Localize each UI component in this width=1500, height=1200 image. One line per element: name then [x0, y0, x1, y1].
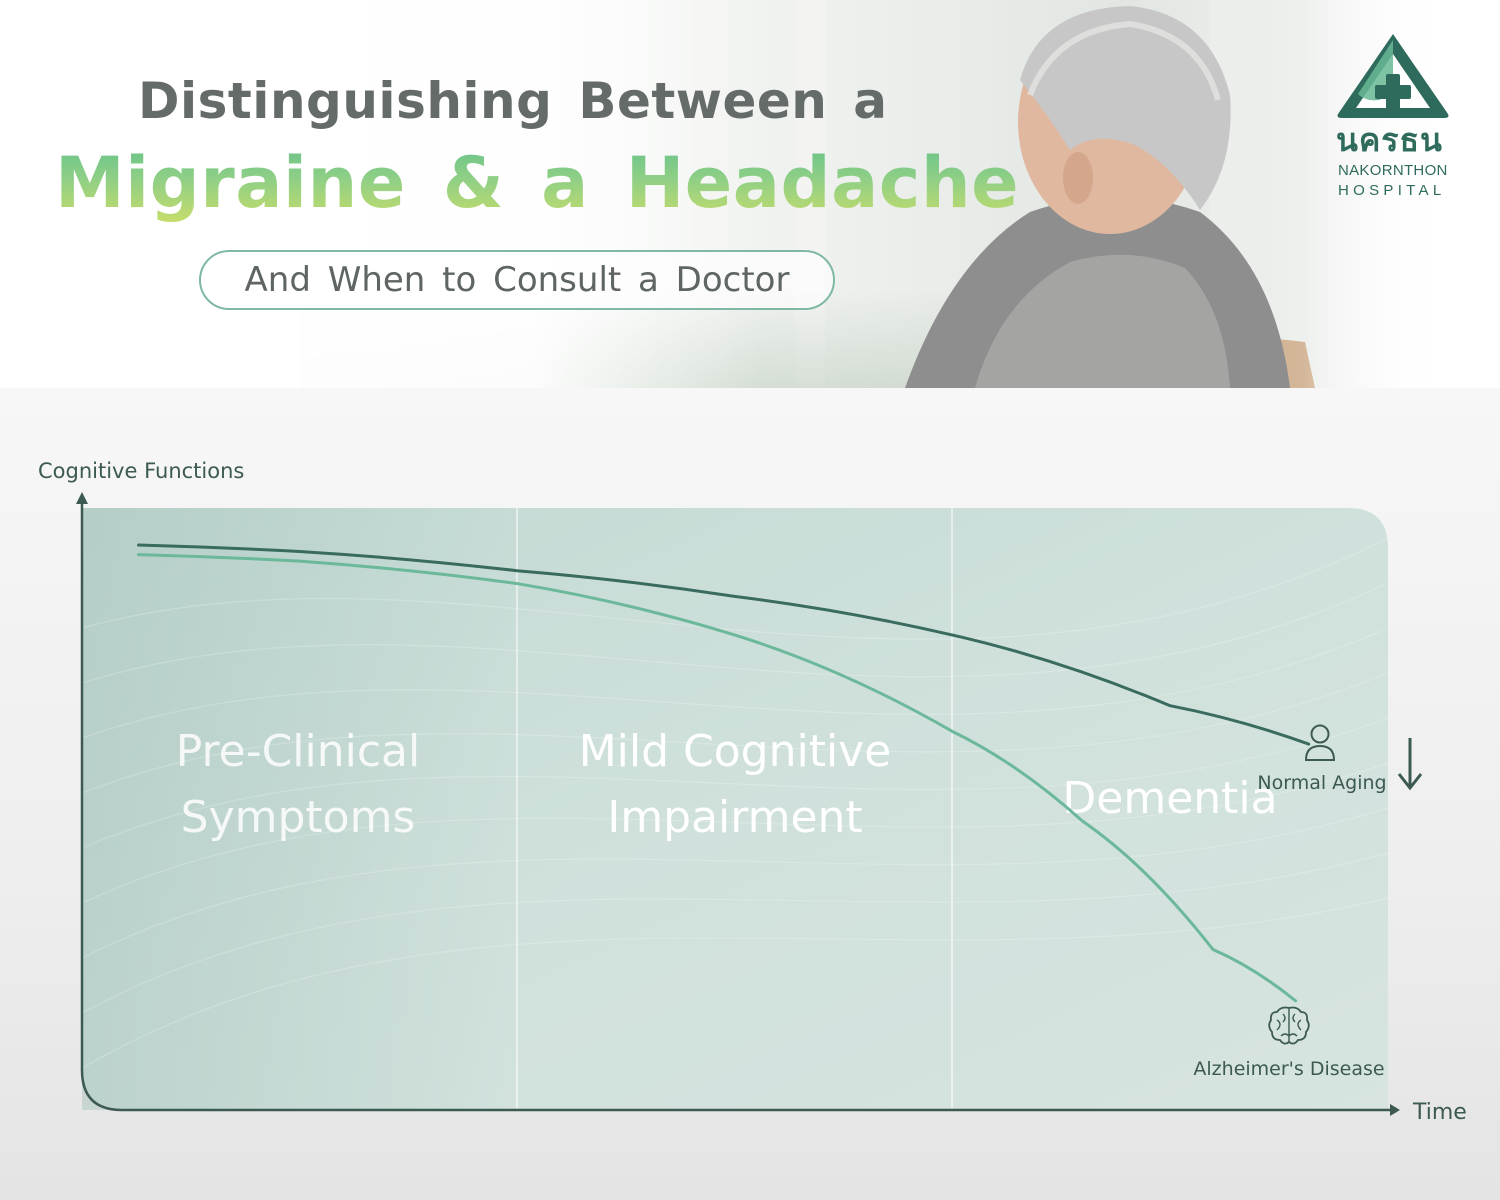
hero-banner: Distinguishing Between a Migraine & a He… [0, 0, 1500, 388]
hero-fade-left [0, 0, 760, 388]
cross-shield-icon [1337, 34, 1449, 118]
subtitle-badge: And When to Consult a Doctor [199, 250, 835, 310]
phase-label-line: Pre-Clinical [176, 726, 421, 777]
alzheimers-label: Alzheimer's Disease [1193, 1058, 1384, 1080]
background-wave [81, 762, 1389, 904]
phase-label-line: Dementia [1062, 773, 1277, 824]
logo-thai-name: นครธน [1336, 121, 1443, 159]
y-axis-arrow [76, 492, 88, 504]
background-wave [81, 627, 1389, 739]
brain-icon [1268, 1006, 1310, 1045]
subtitle-text: And When to Consult a Doctor [244, 260, 790, 300]
phase-label-line: Mild Cognitive [579, 726, 892, 777]
pre-clinical-shade [82, 508, 517, 1110]
person-icon-body [1304, 744, 1336, 761]
normal-aging-label: Normal Aging [1257, 772, 1386, 794]
background-wave [81, 582, 1389, 684]
normal-aging-line [137, 543, 1311, 746]
background-wave [81, 852, 1389, 1014]
page-title-line-2: Migraine & a Headache [55, 142, 1020, 224]
phase-label-line: Impairment [607, 792, 862, 843]
x-axis-label: Time [1412, 1100, 1467, 1125]
x-axis-arrow [1390, 1104, 1400, 1116]
page-title-line-1: Distinguishing Between a [138, 72, 888, 130]
brain-icon-folds [1276, 1008, 1302, 1042]
person-icon-head [1310, 724, 1330, 744]
logo-name-line-2: HOSPITAL [1338, 182, 1446, 199]
background-wave [81, 897, 1389, 1069]
person-icon [1304, 724, 1336, 761]
background-wave [81, 717, 1389, 849]
background-wave [81, 672, 1389, 794]
y-axis-label: Cognitive Functions [38, 459, 244, 483]
hospital-logo: นครธน NAKORNTHON HOSPITAL [1330, 32, 1460, 199]
logo-name-line-1: NAKORNTHON [1338, 162, 1448, 179]
alzheimers-line [137, 553, 1298, 1003]
phase-label-line: Symptoms [181, 792, 416, 843]
phase-label: Dementia [1062, 773, 1277, 824]
background-wave [81, 807, 1389, 959]
axis-line [80, 500, 1396, 1112]
arrow-down-icon [1397, 738, 1423, 791]
arrow-down-head [1397, 773, 1423, 791]
elderly-person-illustration [905, 6, 1315, 388]
